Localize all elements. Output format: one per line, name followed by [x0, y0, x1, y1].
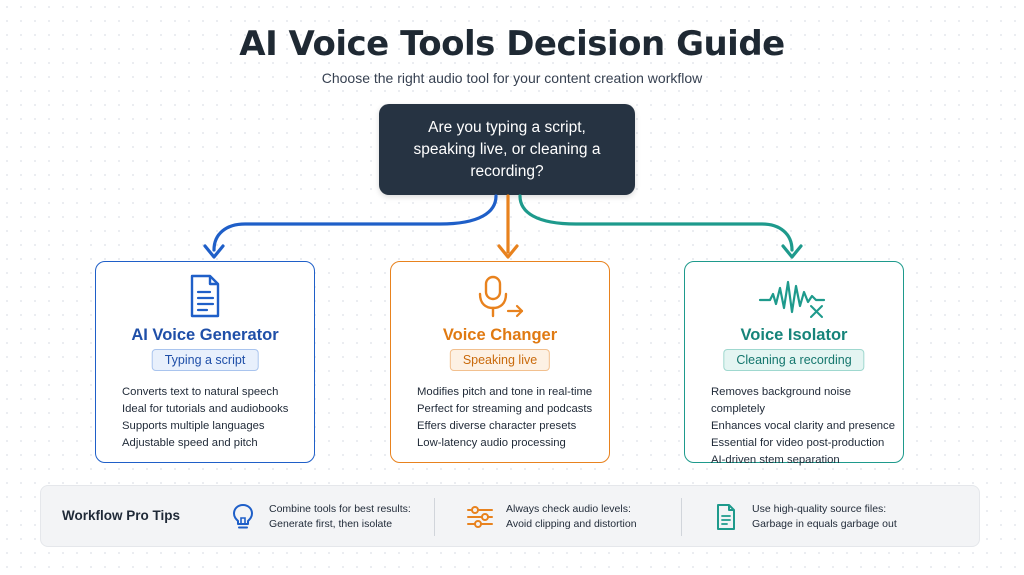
list-item: AI-driven stem separation — [711, 454, 840, 466]
list-item: Modifies pitch and tone in real-time — [417, 386, 593, 398]
list-item: Ideal for tutorials and audiobooks — [122, 403, 289, 415]
feature-list: Modifies pitch and tone in real-time Per… — [417, 384, 592, 452]
card-title: Voice Changer — [442, 326, 558, 344]
file-icon — [712, 503, 740, 531]
tip-line: Generate first, then isolate — [269, 518, 393, 530]
card-tag: Speaking live — [449, 349, 551, 371]
card-voice-changer: Voice Changer Speaking live Modifies pit… — [390, 261, 610, 463]
list-item: Supports multiple languages — [122, 420, 265, 432]
tips-divider — [434, 498, 435, 536]
tip-combine-tools: Combine tools for best results: Generate… — [229, 486, 411, 548]
list-item: Adjustable speed and pitch — [122, 437, 258, 449]
workflow-tips-bar: Workflow Pro Tips Combine tools for best… — [40, 485, 980, 547]
list-item: Perfect for streaming and podcasts — [417, 403, 593, 415]
decision-question-box: Are you typing a script, speaking live, … — [379, 104, 635, 195]
decision-question-text: Are you typing a script, speaking live, … — [413, 118, 601, 180]
card-tag: Typing a script — [151, 349, 259, 371]
card-voice-isolator: Voice Isolator Cleaning a recording Remo… — [684, 261, 904, 466]
tips-title: Workflow Pro Tips — [62, 508, 181, 523]
waveform-icon — [685, 272, 903, 324]
feature-list: Converts text to natural speech Ideal fo… — [122, 384, 288, 452]
microphone-icon — [391, 272, 609, 324]
list-item: Low-latency audio processing — [417, 437, 566, 449]
lightbulb-icon — [229, 503, 257, 531]
tip-check-levels: Always check audio levels: Avoid clippin… — [466, 486, 637, 548]
arrow-head-changer — [497, 244, 519, 259]
tip-line: Avoid clipping and distortion — [506, 518, 637, 530]
arrow-head-generator — [203, 244, 225, 259]
page-subtitle: Choose the right audio tool for your con… — [321, 70, 703, 86]
list-item: Essential for video post-production — [711, 437, 885, 449]
list-item: Enhances vocal clarity and presence — [711, 420, 895, 432]
tip-source-files: Use high-quality source files: Garbage i… — [712, 486, 897, 548]
tip-line: Always check audio levels: — [506, 503, 631, 515]
tip-line: Combine tools for best results: — [269, 503, 411, 515]
card-tag: Cleaning a recording — [723, 349, 865, 371]
tips-divider — [681, 498, 682, 536]
list-item: Effers diverse character presets — [417, 420, 577, 432]
page-title: AI Voice Tools Decision Guide — [239, 24, 785, 64]
arrow-to-generator — [212, 194, 498, 252]
arrow-to-isolator — [518, 194, 794, 252]
card-title: AI Voice Generator — [131, 326, 279, 344]
sliders-icon — [466, 503, 494, 531]
arrow-head-isolator — [781, 244, 803, 259]
list-item: Converts text to natural speech — [122, 386, 279, 398]
document-icon — [96, 272, 314, 324]
tip-line: Use high-quality source files: — [752, 503, 887, 515]
card-ai-voice-generator: AI Voice Generator Typing a script Conve… — [95, 261, 315, 463]
card-title: Voice Isolator — [740, 326, 848, 344]
tip-line: Garbage in equals garbage out — [752, 518, 897, 530]
feature-list: Removes background noise completely Enha… — [711, 384, 903, 469]
list-item: Removes background noise completely — [711, 386, 852, 415]
